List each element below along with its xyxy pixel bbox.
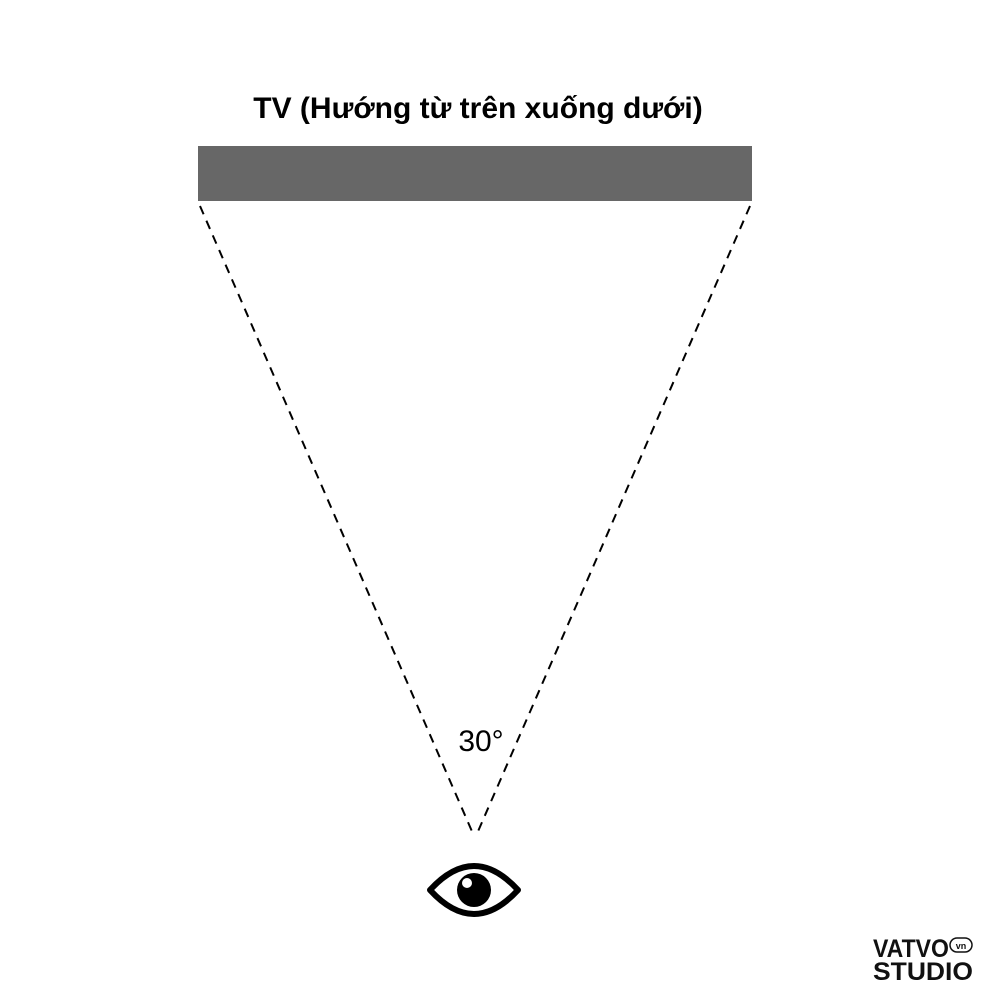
right-sight-line: [475, 205, 751, 837]
logo-line-2: STUDIO: [873, 958, 973, 986]
eye-icon: [427, 863, 521, 917]
viewing-angle-label: 30°: [458, 725, 503, 758]
logo-line-1: VATVO: [873, 935, 949, 963]
brand-logo: VATVO STUDIO vn: [873, 935, 973, 986]
left-sight-line: [199, 205, 475, 837]
tv-screen-bar: [198, 146, 752, 201]
logo-badge-text: vn: [956, 941, 967, 951]
logo-badge: [949, 937, 973, 953]
diagram-title: TV (Hướng từ trên xuống dưới): [253, 92, 702, 125]
